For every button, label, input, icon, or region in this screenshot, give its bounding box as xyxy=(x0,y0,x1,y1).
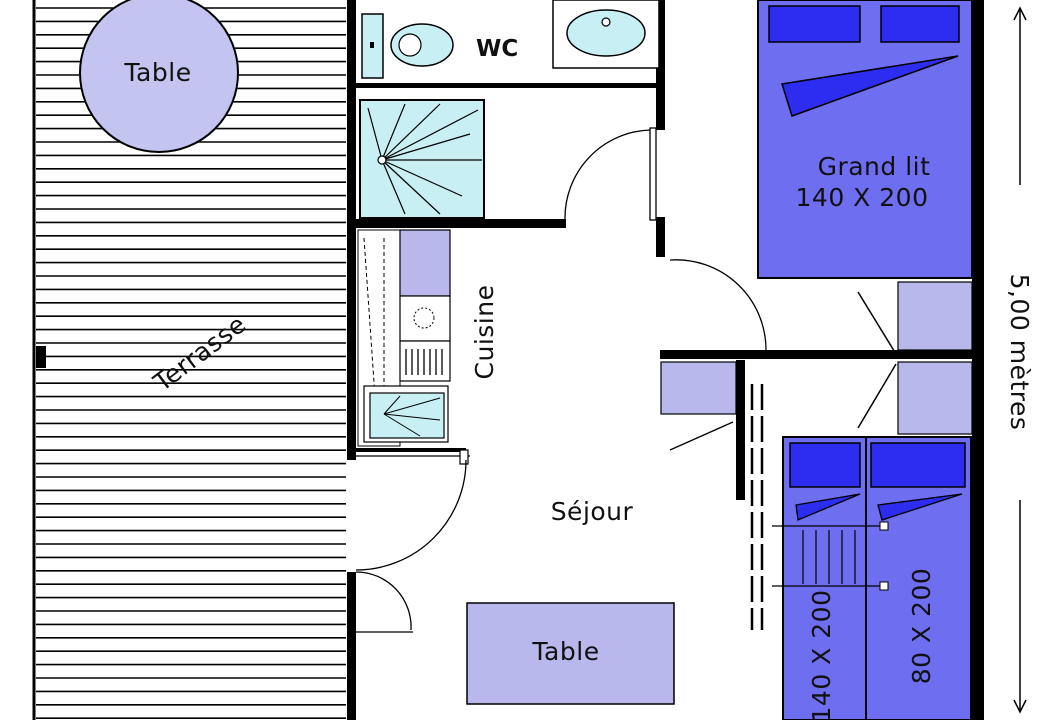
washbasin xyxy=(552,0,660,69)
double-bed-label: Grand lit xyxy=(818,152,931,181)
bunk-narrow-label: 80 X 200 xyxy=(907,568,936,685)
rect-table: Table xyxy=(466,602,675,705)
double-bed: Grand lit 140 X 200 xyxy=(757,0,973,279)
entrance-door xyxy=(355,459,467,633)
bath-door xyxy=(564,127,657,221)
kitchen-label: Cuisine xyxy=(470,285,499,380)
kitchen-counter xyxy=(357,229,451,447)
kitchen-rail xyxy=(356,449,470,465)
terrace-label: Terrasse xyxy=(148,309,252,397)
dimension-line xyxy=(1013,6,1027,714)
wc-label: WC xyxy=(476,36,518,62)
terrace-post xyxy=(36,346,46,368)
toilet xyxy=(361,13,454,79)
round-table-label: Table xyxy=(123,58,191,87)
dimension-label: 5,00 mètres xyxy=(1005,274,1034,431)
bedroom-door xyxy=(669,259,767,351)
double-bed-size: 140 X 200 xyxy=(796,183,929,212)
walls xyxy=(347,0,984,720)
bunk-wide-label: 140 X 200 xyxy=(807,590,836,720)
shower xyxy=(359,99,485,219)
rect-table-label: Table xyxy=(531,637,599,666)
sliding-partition xyxy=(750,384,764,630)
sejour-label: Séjour xyxy=(551,497,634,526)
round-table: Table xyxy=(79,0,239,153)
wardrobe xyxy=(857,281,973,435)
cupboard xyxy=(660,361,737,451)
bunk-beds: 140 X 200 80 X 200 xyxy=(772,436,972,720)
